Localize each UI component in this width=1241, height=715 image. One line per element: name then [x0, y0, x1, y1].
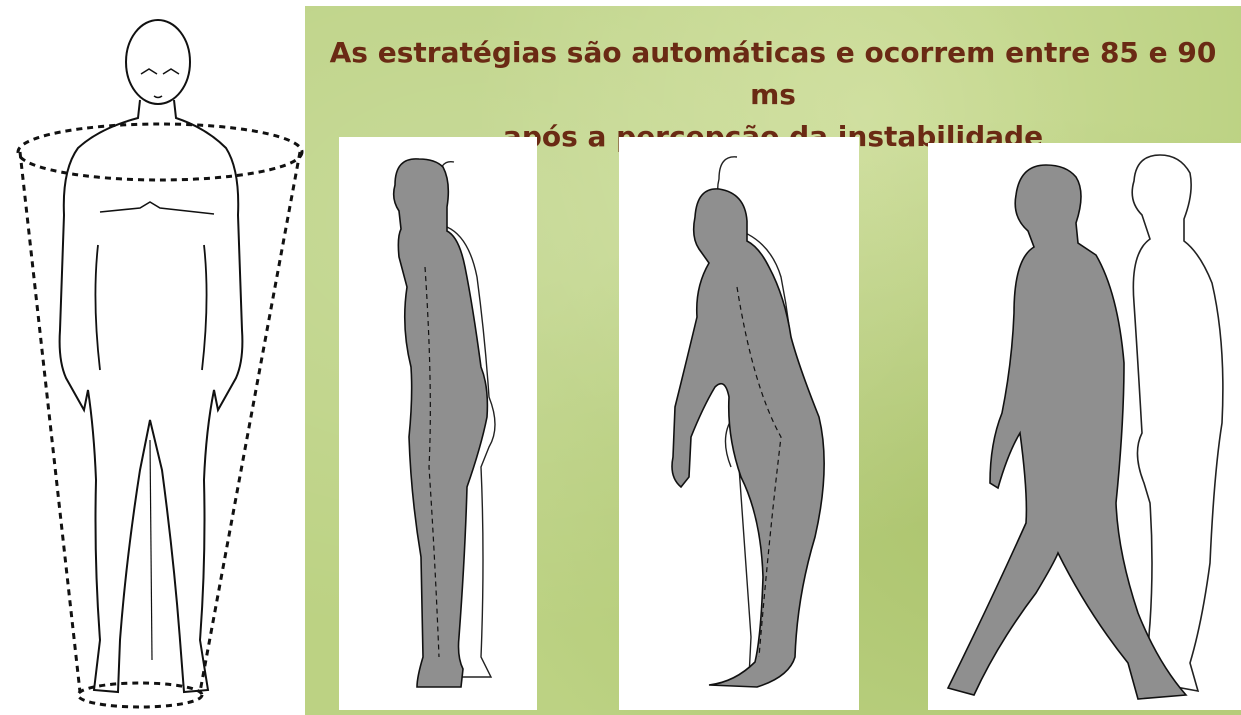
cone-sides — [20, 152, 300, 692]
stepping-strategy-drawing — [928, 143, 1241, 710]
mouth-outline — [154, 96, 162, 98]
ankle-strategy-drawing — [339, 137, 537, 710]
ankle-strategy-card — [339, 137, 537, 710]
hip-strategy-drawing — [619, 137, 859, 710]
arm-inner-lines — [95, 245, 206, 370]
cone-top-ellipse — [18, 124, 302, 180]
title-line-1: As estratégias são automáticas e ocorrem… — [330, 36, 1217, 111]
leg-gap-line — [150, 440, 152, 660]
hip-strategy-card — [619, 137, 859, 710]
standing-figure-front-drawing — [0, 0, 305, 715]
chest-line — [100, 202, 214, 214]
stepping-strategy-card — [928, 143, 1241, 710]
shaded-figure — [672, 189, 824, 687]
reference-figure-outline — [1132, 155, 1223, 691]
cone-of-stability-panel — [0, 0, 305, 715]
eyes-outline — [141, 69, 179, 74]
head-outline — [126, 20, 190, 104]
shaded-figure — [394, 159, 488, 687]
